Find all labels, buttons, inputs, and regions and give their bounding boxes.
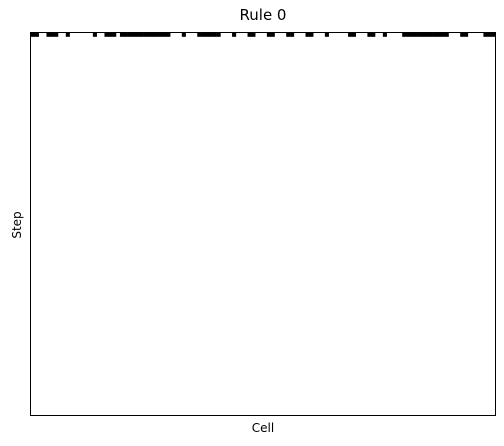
alive-cell-21: [162, 33, 167, 37]
alive-cell-45: [402, 33, 407, 37]
alive-cell-34: [270, 33, 275, 37]
alive-cell-12: [127, 33, 132, 37]
alive-cell-61: [491, 33, 496, 37]
alive-cell-57: [460, 33, 465, 37]
alive-cell-42: [367, 33, 372, 37]
alive-cell-55: [440, 33, 445, 37]
alive-cell-40: [348, 33, 353, 37]
alive-cell-36: [290, 33, 295, 37]
alive-cell-60: [487, 33, 492, 37]
alive-cell-10: [119, 33, 124, 37]
alive-cell-29: [216, 33, 221, 37]
alive-cell-32: [251, 33, 256, 37]
alive-cell-31: [247, 33, 252, 37]
alive-cell-24: [197, 33, 202, 37]
alive-cell-47: [409, 33, 414, 37]
alive-cell-5: [65, 33, 70, 37]
alive-cell-23: [181, 33, 186, 37]
alive-cell-15: [139, 33, 144, 37]
alive-cell-8: [108, 33, 113, 37]
alive-cell-2: [46, 33, 51, 37]
plot-area: [30, 32, 496, 416]
plot-frame: [30, 32, 496, 416]
alive-cell-3: [50, 33, 55, 37]
alive-cell-43: [371, 33, 376, 37]
alive-cell-25: [201, 33, 206, 37]
cell-grid: [31, 33, 496, 37]
alive-cell-44: [382, 33, 387, 37]
alive-cell-14: [135, 33, 140, 37]
x-axis-label: Cell: [251, 421, 275, 435]
alive-cell-39: [324, 33, 329, 37]
alive-cell-48: [413, 33, 418, 37]
alive-cell-56: [444, 33, 449, 37]
alive-cell-4: [54, 33, 59, 37]
alive-cell-0: [31, 33, 36, 37]
alive-cell-35: [286, 33, 291, 37]
alive-cell-58: [464, 33, 469, 37]
alive-cell-49: [417, 33, 422, 37]
alive-cell-22: [166, 33, 171, 37]
alive-cell-6: [92, 33, 97, 37]
alive-cell-38: [309, 33, 314, 37]
alive-cell-50: [421, 33, 426, 37]
alive-cell-13: [131, 33, 136, 37]
alive-cell-53: [433, 33, 438, 37]
alive-cell-51: [425, 33, 430, 37]
alive-cell-33: [266, 33, 271, 37]
alive-cell-59: [483, 33, 488, 37]
alive-cell-54: [437, 33, 442, 37]
alive-cell-19: [154, 33, 159, 37]
alive-cell-11: [123, 33, 128, 37]
alive-cell-37: [305, 33, 310, 37]
alive-cell-18: [150, 33, 155, 37]
chart-title: Rule 0: [239, 6, 287, 24]
alive-cell-41: [351, 33, 356, 37]
alive-cell-1: [34, 33, 39, 37]
alive-cell-9: [112, 33, 117, 37]
alive-cell-28: [212, 33, 217, 37]
alive-cell-7: [104, 33, 109, 37]
alive-cell-16: [143, 33, 148, 37]
alive-cell-26: [205, 33, 210, 37]
alive-cell-52: [429, 33, 434, 37]
alive-cell-46: [406, 33, 411, 37]
alive-cell-17: [147, 33, 152, 37]
alive-cell-20: [158, 33, 163, 37]
alive-cell-30: [232, 33, 237, 37]
alive-cell-27: [208, 33, 213, 37]
